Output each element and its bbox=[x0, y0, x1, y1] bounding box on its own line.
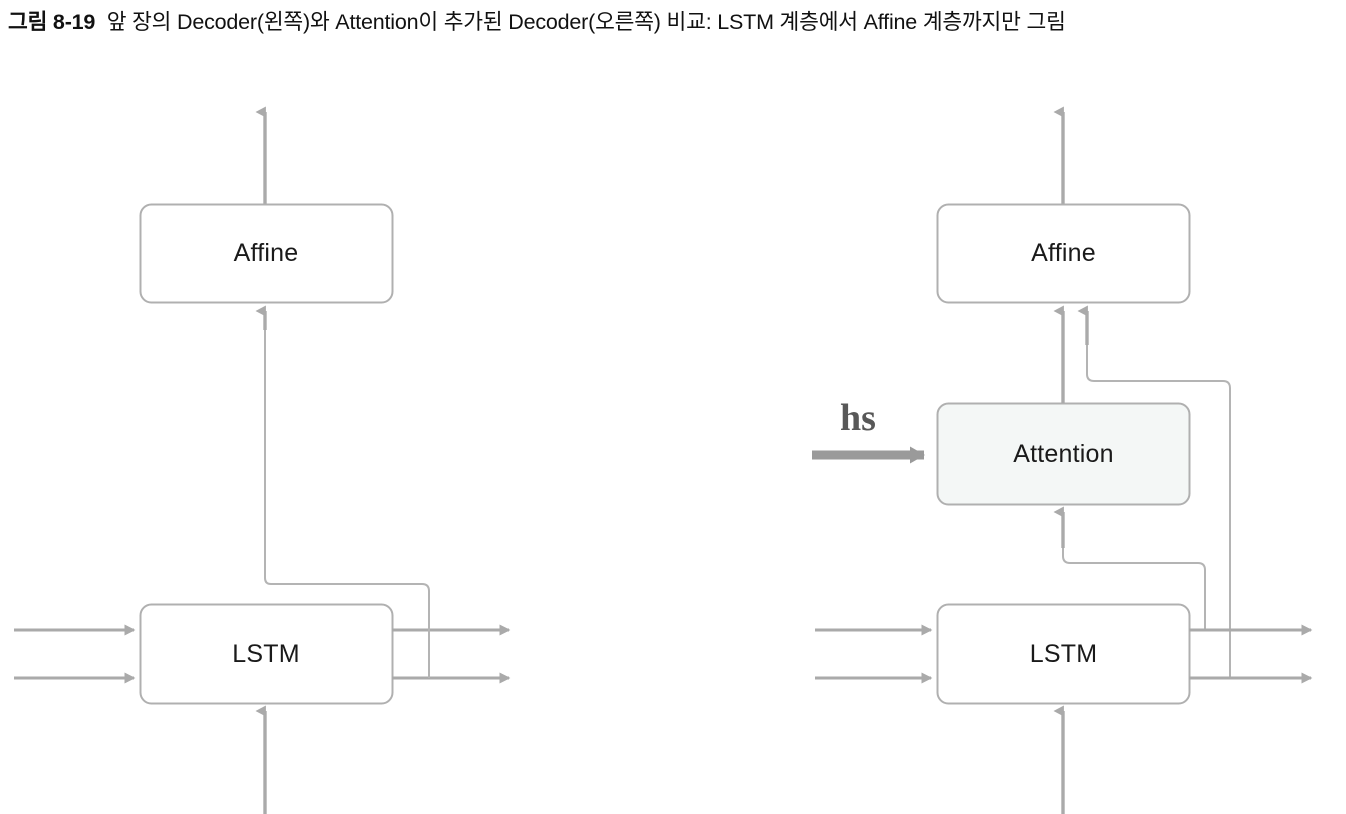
left-lstm-label: LSTM bbox=[232, 639, 300, 668]
figure-number: 그림 8-19 bbox=[8, 10, 96, 34]
right-attention-label: Attention bbox=[1013, 439, 1114, 468]
figure-caption: 그림 8-19 앞 장의 Decoder(왼쪽)와 Attention이 추가된… bbox=[8, 4, 1346, 40]
figure-caption-text: 앞 장의 Decoder(왼쪽)와 Attention이 추가된 Decoder… bbox=[95, 10, 1066, 34]
hs-input-label: hs bbox=[840, 397, 876, 439]
right-lstm-label: LSTM bbox=[1029, 639, 1098, 668]
left-affine-label: Affine bbox=[233, 239, 299, 267]
right-affine-label: Affine bbox=[1031, 239, 1096, 267]
